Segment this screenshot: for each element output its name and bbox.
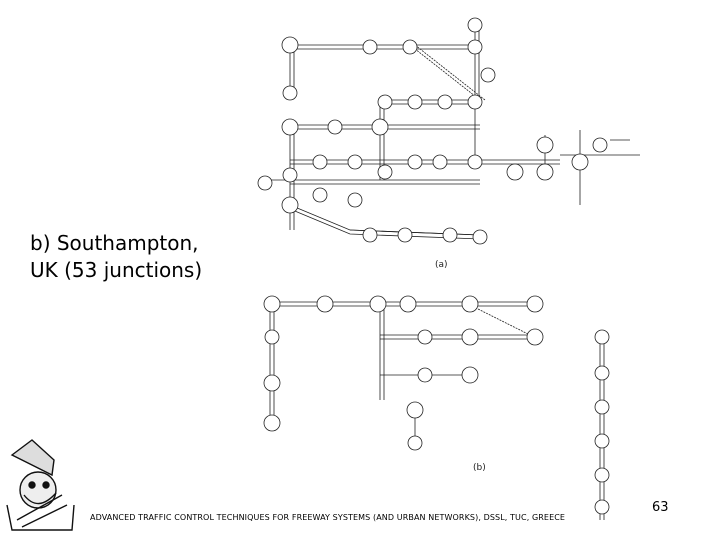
university-seal-icon xyxy=(6,439,75,531)
figure-label-a: (a) xyxy=(435,260,448,270)
network-diagram-a xyxy=(257,17,640,245)
footer-text: ADVANCED TRAFFIC CONTROL TECHNIQUES FOR … xyxy=(90,513,566,522)
network-diagram-b xyxy=(263,295,610,520)
network-diagram-figure: (a) (b) xyxy=(257,17,640,520)
caption-line-1: b) Southampton, xyxy=(30,231,199,255)
slide-caption: b) Southampton, UK (53 junctions) xyxy=(30,230,230,284)
figure-label-b: (b) xyxy=(473,463,486,473)
page-number: 63 xyxy=(652,500,669,515)
caption-line-2: UK (53 junctions) xyxy=(30,258,203,282)
